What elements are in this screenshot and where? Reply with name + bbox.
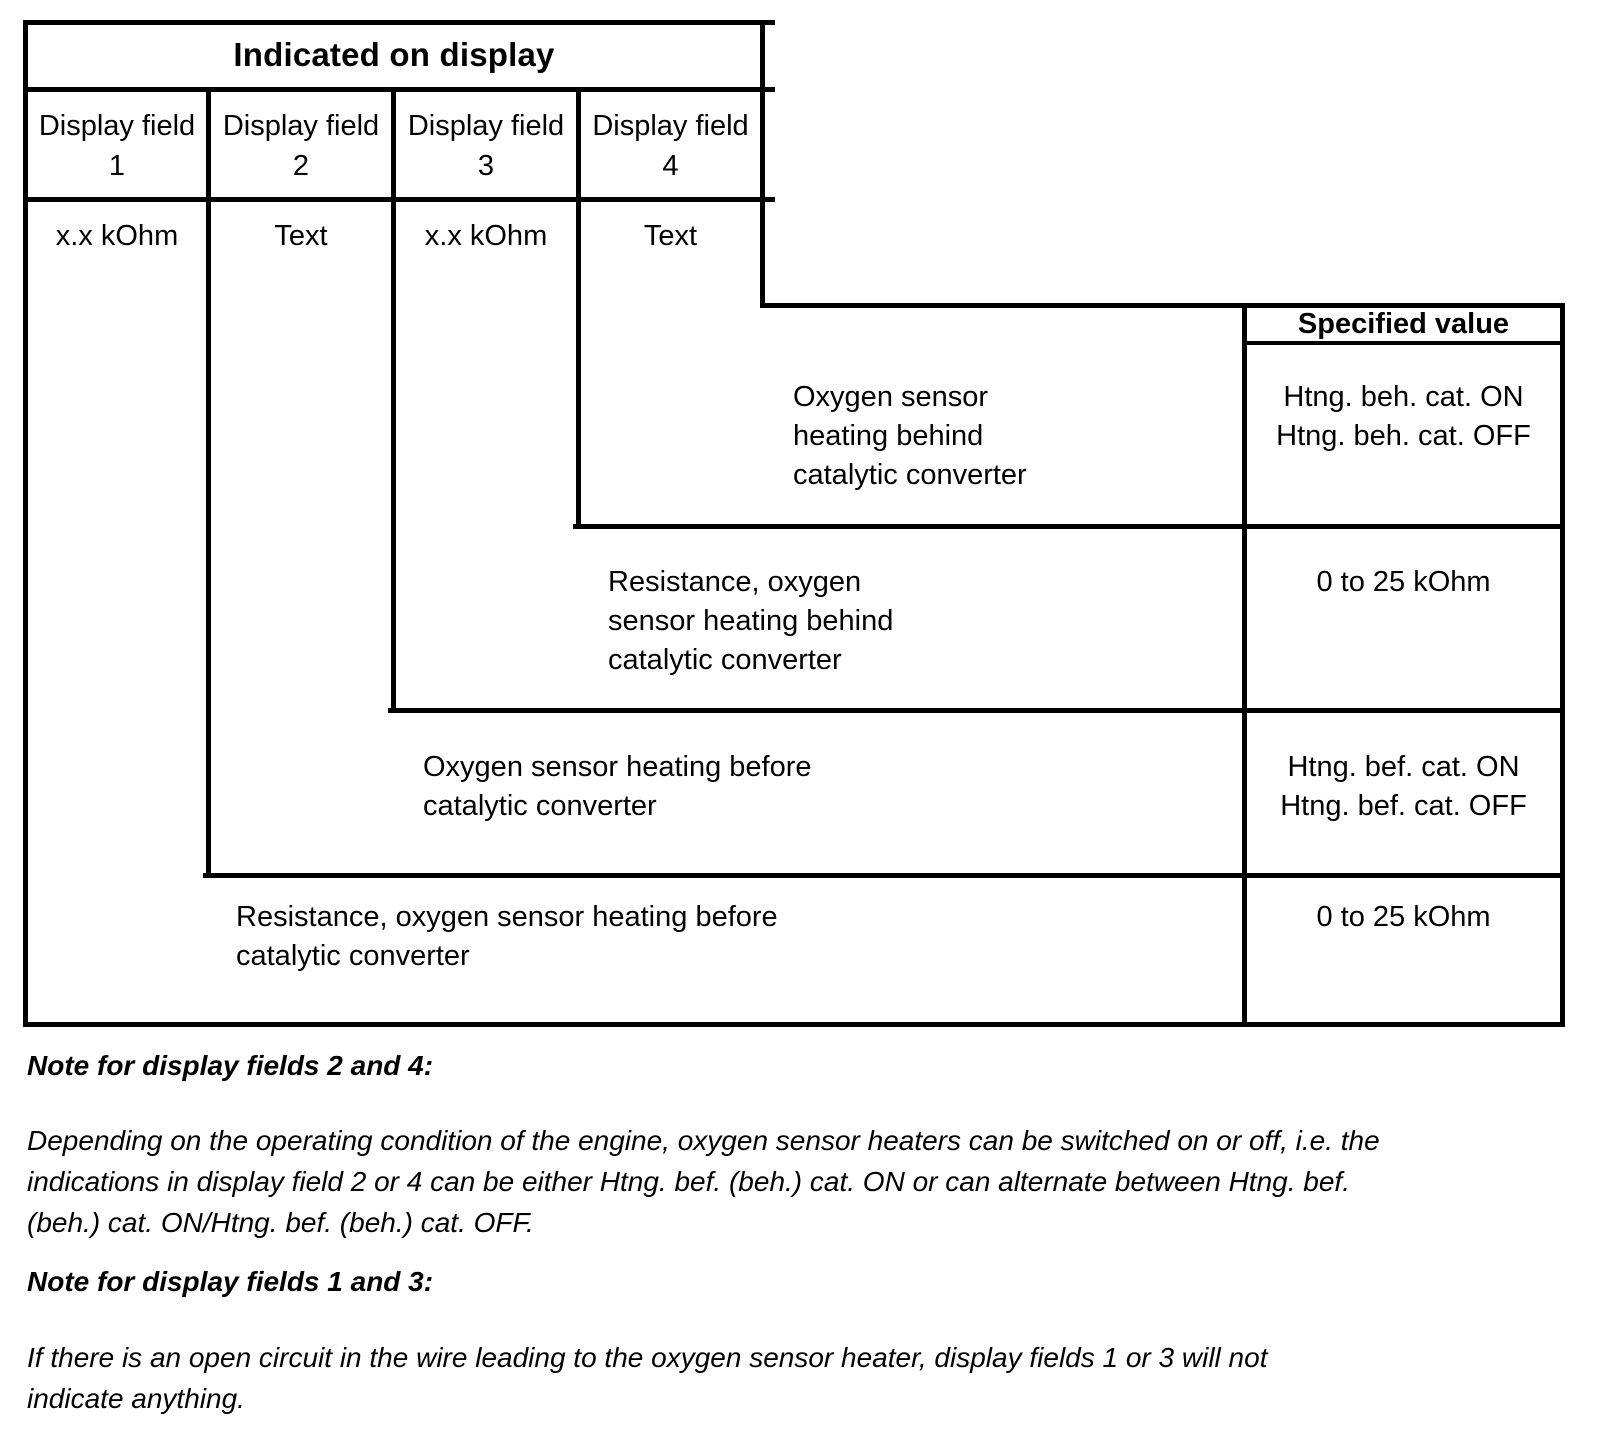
row-3-specified-value: Htng. bef. cat. ON Htng. bef. cat. OFF xyxy=(1280,751,1527,822)
table-divider-col3-col4 xyxy=(576,87,581,529)
display-field-2-number: 2 xyxy=(292,150,310,182)
value-format-field-3: x.x kOhm xyxy=(424,220,548,252)
row-2-specified-value: 0 to 25 kOhm xyxy=(1316,566,1491,598)
note-1-heading: Note for display fields 2 and 4: xyxy=(27,1050,434,1081)
header-display-field-1: Display field 1 xyxy=(28,106,206,186)
table-border-row2-bottom xyxy=(388,708,1565,713)
display-field-3-label: Display field xyxy=(407,110,565,142)
header-display-field-2: Display field 2 xyxy=(211,106,391,186)
display-field-4-label: Display field xyxy=(592,110,749,142)
table-border-bottom xyxy=(23,1022,1565,1027)
row-1-description: Oxygen sensor heating behind catalytic c… xyxy=(793,381,1027,491)
table-divider-spec-column xyxy=(1242,303,1247,1027)
note-2-heading: Note for display fields 1 and 3: xyxy=(27,1266,434,1297)
row-2-description: Resistance, oxygen sensor heating behind… xyxy=(608,566,894,676)
row-4-specified-value: 0 to 25 kOhm xyxy=(1316,901,1491,933)
note-2-body: If there is an open circuit in the wire … xyxy=(27,1342,1268,1414)
value-format-field-4: Text xyxy=(643,220,698,252)
table-divider-col2-col3 xyxy=(391,87,396,713)
table-border-title-bottom xyxy=(23,87,775,92)
specified-value-header: Specified value xyxy=(1297,308,1510,340)
display-field-4-number: 4 xyxy=(662,150,679,182)
row-3-description: Oxygen sensor heating before catalytic c… xyxy=(423,751,812,822)
display-field-2-label: Display field xyxy=(222,110,380,142)
table-border-row3-bottom xyxy=(203,873,1565,878)
table-divider-col1-col2 xyxy=(206,87,211,878)
value-format-field-2: Text xyxy=(274,220,328,252)
header-display-field-3: Display field 3 xyxy=(396,106,576,186)
table-border-right xyxy=(1560,303,1565,1027)
header-display-field-4: Display field 4 xyxy=(581,106,760,186)
table-border-spec-header-bottom xyxy=(1242,341,1565,345)
row-1-specified-value: Htng. beh. cat. ON Htng. beh. cat. OFF xyxy=(1276,381,1531,452)
value-format-field-1: x.x kOhm xyxy=(55,220,179,252)
display-field-3-number: 3 xyxy=(477,150,495,182)
table-border-header-bottom xyxy=(23,197,775,202)
table-border-top xyxy=(23,20,775,25)
table-border-left xyxy=(23,20,28,1027)
display-field-1-number: 1 xyxy=(108,150,126,182)
table-border-row1-bottom xyxy=(573,524,1565,529)
table-title: Indicated on display xyxy=(233,36,555,73)
display-field-1-label: Display field xyxy=(38,110,196,142)
table-border-col4-right xyxy=(760,20,765,308)
table-border-step-col4 xyxy=(760,303,1565,308)
row-4-description: Resistance, oxygen sensor heating before… xyxy=(236,901,778,972)
note-1-body: Depending on the operating condition of … xyxy=(27,1125,1380,1238)
